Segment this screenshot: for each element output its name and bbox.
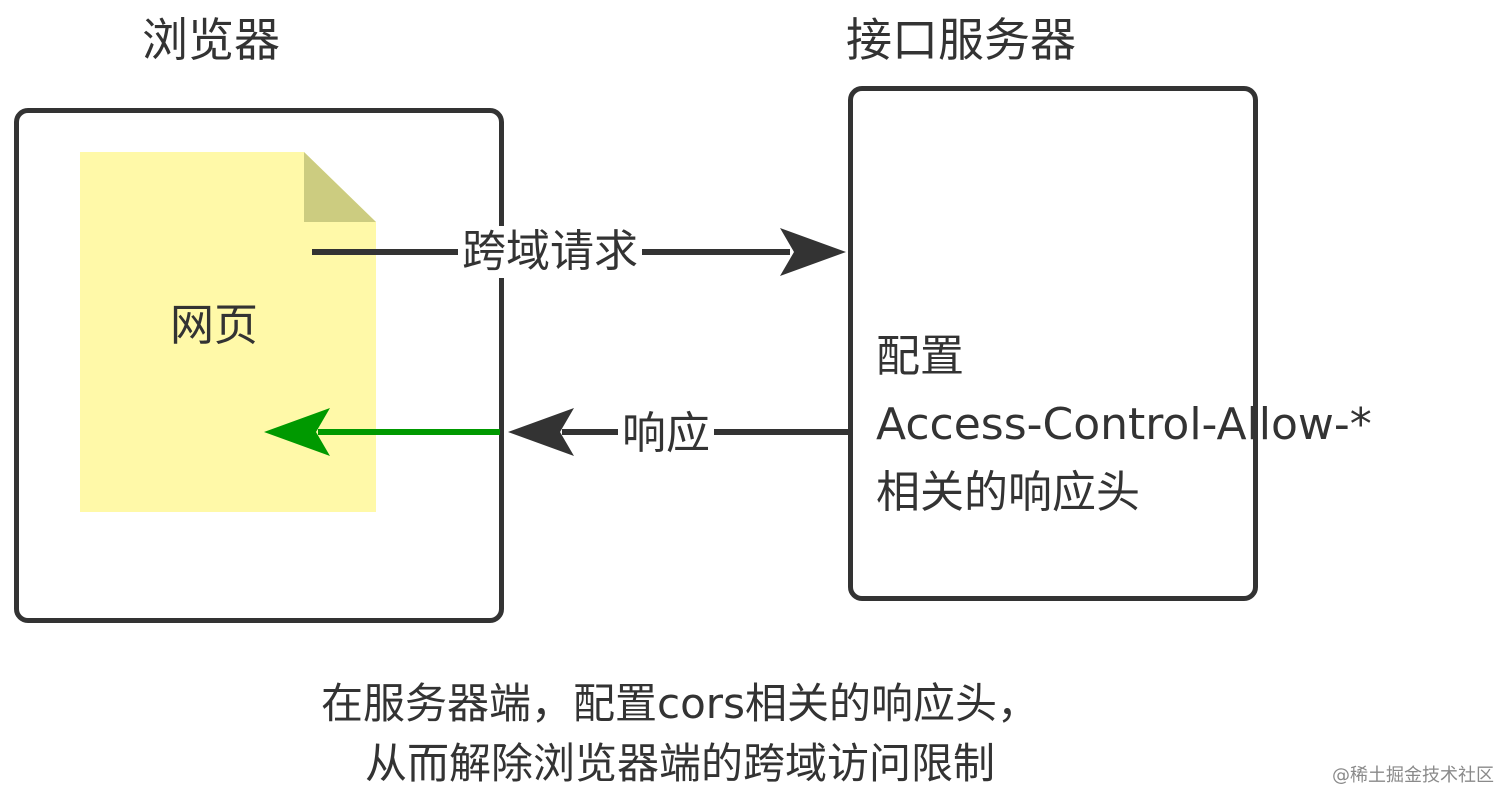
cross-origin-request-label: 跨域请求 [458,226,642,278]
caption-line1: 在服务器端，配置cors相关的响应头， [321,679,1039,728]
caption-line2: 从而解除浏览器端的跨域访问限制 [364,739,995,788]
response-label: 响应 [618,408,714,460]
watermark: @稀土掘金技术社区 [1332,765,1494,786]
server-config-line3: 相关的响应头 [876,467,1140,518]
server-box [848,86,1258,601]
webpage-label: 网页 [170,300,258,351]
request-arrowhead [780,228,846,276]
server-config-line1: 配置 [876,331,964,382]
server-config-line2: Access-Control-Allow-* [876,399,1372,450]
response-green-arrowhead [264,408,330,456]
browser-title: 浏览器 [142,13,280,67]
response-arrowhead [508,408,574,456]
webpage-document-fold [304,152,376,222]
server-title: 接口服务器 [846,13,1076,67]
